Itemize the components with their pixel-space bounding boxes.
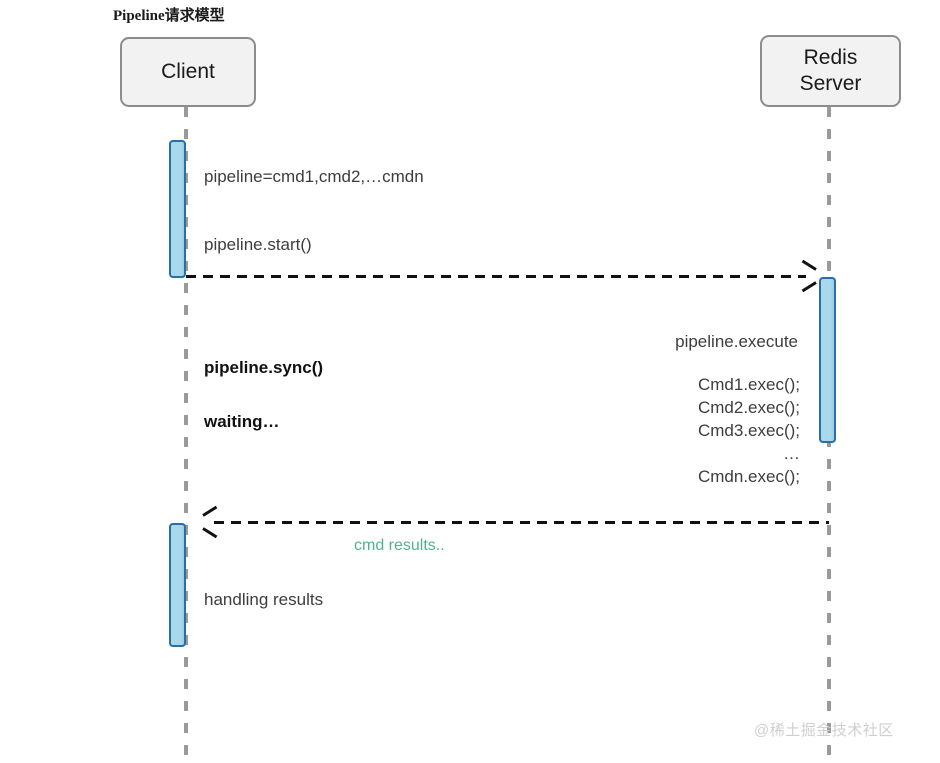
note-cmd3-exec: Cmd3.exec(); <box>697 421 800 440</box>
lifeline-client <box>184 107 188 757</box>
note-cmd2-exec: Cmd2.exec(); <box>697 398 800 417</box>
message-line-response <box>214 521 829 524</box>
arrow-head-right-icon <box>800 266 818 286</box>
note-pipeline-definition: pipeline=cmd1,cmd2,…cmdn <box>204 167 424 186</box>
activation-bar-client-first <box>169 140 186 278</box>
activation-bar-client-second <box>169 523 186 647</box>
message-line-request <box>186 275 806 278</box>
note-pipeline-execute: pipeline.execute <box>675 332 798 351</box>
note-cmd1-exec: Cmd1.exec(); <box>697 375 800 394</box>
note-handling-results: handling results <box>204 590 324 609</box>
participant-label-server: Redis Server <box>800 45 862 96</box>
note-waiting: waiting… <box>204 412 280 431</box>
participant-label-server-line2: Server <box>799 72 862 95</box>
diagram-title: Pipeline请求模型 <box>113 8 225 24</box>
activation-bar-server <box>819 277 836 443</box>
arrow-head-left-icon <box>203 512 221 532</box>
note-pipeline-start: pipeline.start() <box>204 235 312 254</box>
participant-box-server[interactable]: Redis Server <box>760 35 901 107</box>
participant-label-client: Client <box>161 60 215 84</box>
note-pipeline-sync: pipeline.sync() <box>204 358 324 377</box>
note-cmdn-exec: Cmdn.exec(); <box>697 467 800 486</box>
watermark: @稀土掘金技术社区 <box>754 722 894 739</box>
participant-box-client[interactable]: Client <box>120 37 256 107</box>
participant-label-server-line1: Redis <box>803 46 858 70</box>
message-label-response: cmd results.. <box>354 537 445 554</box>
note-cmd-ellipsis: … <box>783 444 800 463</box>
